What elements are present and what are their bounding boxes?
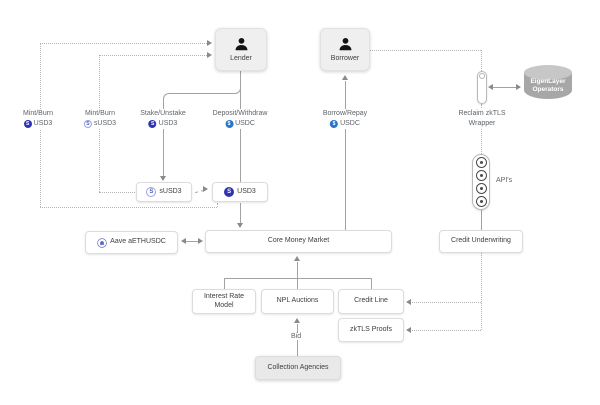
aave-label: Aave aETHUSDC (110, 238, 166, 246)
aave-cmm-line (184, 241, 199, 242)
apis-capsule (472, 154, 490, 210)
npl-auctions-label: NPL Auctions (276, 297, 319, 305)
borrower-to-reclaim-h (370, 50, 481, 51)
usd3-to-cmm-line (240, 203, 241, 224)
tree-stub-irm (224, 278, 225, 289)
collection-agencies-node: Collection Agencies (255, 356, 341, 380)
arrow-into-lender-2 (207, 51, 212, 58)
mint-burn-usd3-stub (217, 203, 218, 207)
stake-branch-v (163, 99, 164, 176)
arrow-susd3-to-usd3 (203, 185, 208, 192)
aave-ghost-icon (97, 237, 107, 248)
arrow-to-cmm (198, 237, 203, 244)
bid-label: Bid (289, 333, 304, 340)
reclaim-to-apis (481, 104, 482, 154)
edge-label-borrow-repay: Borrow/Repay $USDC (319, 109, 371, 129)
credit-underwriting-label: Credit Underwriting (451, 237, 511, 245)
mint-burn-usd3-to-lender (40, 43, 207, 44)
arrow-into-npl (293, 318, 300, 323)
zktls-proofs-node: zkTLS Proofs (338, 318, 404, 342)
lender-node: Lender (215, 28, 267, 71)
credituw-to-zktls (412, 330, 481, 331)
core-money-market-node: Core Money Market (205, 230, 392, 253)
susd3-coin-icon: S (146, 187, 157, 197)
borrower-cmm-line (345, 81, 346, 230)
susd3-coin-icon: S (83, 120, 92, 128)
zktls-proofs-label: zkTLS Proofs (349, 325, 392, 333)
arrow-to-reclaim (488, 83, 493, 90)
usd3-coin-icon: S (224, 187, 235, 197)
edge-label-deposit-withdraw: Deposit/Withdraw $USDC (209, 109, 271, 129)
person-icon (234, 37, 249, 53)
npl-auctions-node: NPL Auctions (261, 289, 334, 314)
arrow-into-borrower (341, 75, 348, 80)
aave-node: Aave aETHUSDC (85, 231, 178, 254)
arrow-into-zktls (406, 326, 411, 333)
edge-label-reclaim-zktls-wrapper: Reclaim zkTLS Wrapper (455, 109, 509, 129)
bid-line (297, 324, 298, 356)
mint-burn-usd3-bottom (40, 207, 217, 208)
apis-label: API's (494, 177, 515, 184)
collection-agencies-label: Collection Agencies (267, 363, 329, 371)
arrow-into-lender-1 (207, 39, 212, 46)
tree-stub-creditline (371, 278, 372, 289)
database-cylinder-top (524, 65, 572, 80)
arrow-to-eigenlayer (516, 83, 521, 90)
tree-stub-npl (297, 278, 298, 289)
usd3-coin-icon: S (23, 120, 32, 128)
apis-to-credituw (481, 210, 482, 230)
usdc-coin-icon: $ (330, 120, 339, 128)
tree-trunk (297, 262, 298, 278)
reclaim-wrapper-capsule (477, 71, 487, 104)
arrow-into-susd3 (159, 176, 166, 181)
arrow-into-cmm-from-usd3 (236, 223, 243, 228)
person-icon (338, 37, 353, 53)
credituw-down (481, 253, 482, 330)
usdc-coin-icon: $ (225, 120, 234, 128)
eigenlayer-operators-label: EigenLayer Operators (530, 78, 566, 93)
api-icon-3 (475, 183, 487, 194)
interest-rate-model-label: Interest Rate Model (203, 293, 245, 309)
api-icon-4 (475, 196, 487, 207)
core-money-market-label: Core Money Market (267, 237, 330, 245)
borrower-label: Borrower (330, 55, 360, 62)
arrow-to-aave (181, 237, 186, 244)
credit-line-label: Credit Line (354, 297, 388, 305)
reclaim-eigen-line (491, 87, 520, 88)
api-icon-2 (475, 170, 487, 181)
api-icon-1 (475, 157, 487, 168)
susd3-label: sUSD3 (159, 187, 182, 195)
usd3-token-node: S USD3 (212, 182, 268, 202)
credituw-to-creditline (412, 302, 481, 303)
usd3-coin-icon: S (148, 120, 157, 128)
lender-label: Lender (230, 55, 252, 62)
interest-rate-model-node: Interest Rate Model (192, 289, 256, 314)
borrower-to-reclaim-v (481, 50, 482, 71)
credit-line-node: Credit Line (338, 289, 404, 314)
capsule-dot-icon (479, 73, 485, 79)
mint-burn-susd3-to-lender (99, 55, 207, 56)
credit-underwriting-node: Credit Underwriting (439, 230, 523, 253)
stake-branch-h (169, 93, 235, 94)
mint-burn-susd3-bottom (99, 192, 135, 193)
arrow-into-creditline (406, 298, 411, 305)
arrow-into-cmm-bottom (293, 256, 300, 261)
stake-corner-left (163, 93, 170, 100)
usd3-label: USD3 (237, 187, 256, 195)
susd3-token-node: S sUSD3 (136, 182, 192, 202)
borrower-node: Borrower (320, 28, 370, 71)
